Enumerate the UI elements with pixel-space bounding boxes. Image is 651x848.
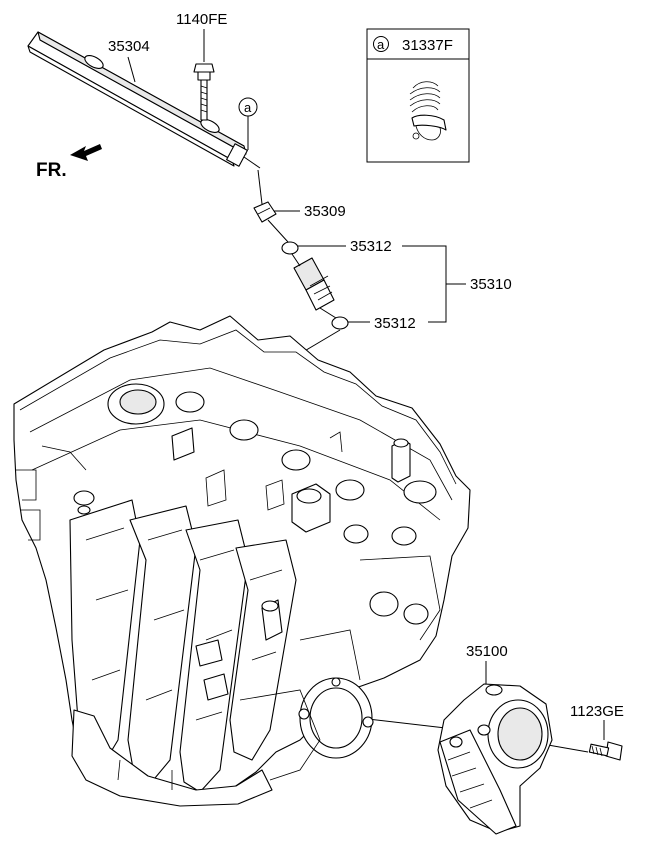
engine-assembly xyxy=(13,315,471,807)
callout-box xyxy=(366,28,470,163)
clip-35309[interactable] xyxy=(253,201,277,223)
spring-clip-icon xyxy=(409,81,447,141)
label-callout-box-a: a xyxy=(377,37,385,52)
oring-upper[interactable] xyxy=(281,241,299,255)
label-1140fe: 1140FE xyxy=(176,11,227,28)
front-arrow-icon xyxy=(70,144,102,161)
fuel-rail[interactable] xyxy=(27,31,261,169)
label-35309: 35309 xyxy=(304,203,346,220)
label-35312-upper: 35312 xyxy=(350,238,392,255)
bolt-1123ge[interactable] xyxy=(588,741,623,761)
label-leaders xyxy=(127,29,605,740)
label-fr: FR. xyxy=(36,160,67,181)
label-31337f: 31337F xyxy=(402,37,453,54)
label-35100: 35100 xyxy=(466,643,508,660)
injector-35310[interactable] xyxy=(293,257,335,311)
oring-lower[interactable] xyxy=(331,316,349,330)
label-35310: 35310 xyxy=(470,276,512,293)
label-35312-lower: 35312 xyxy=(374,315,416,332)
label-callout-a: a xyxy=(244,100,252,115)
label-35304: 35304 xyxy=(108,38,150,55)
callout-a-marker xyxy=(238,97,258,150)
throttle-body-35100[interactable] xyxy=(437,683,553,835)
bolt-1140fe[interactable] xyxy=(193,63,215,121)
label-1123ge: 1123GE xyxy=(570,703,624,720)
